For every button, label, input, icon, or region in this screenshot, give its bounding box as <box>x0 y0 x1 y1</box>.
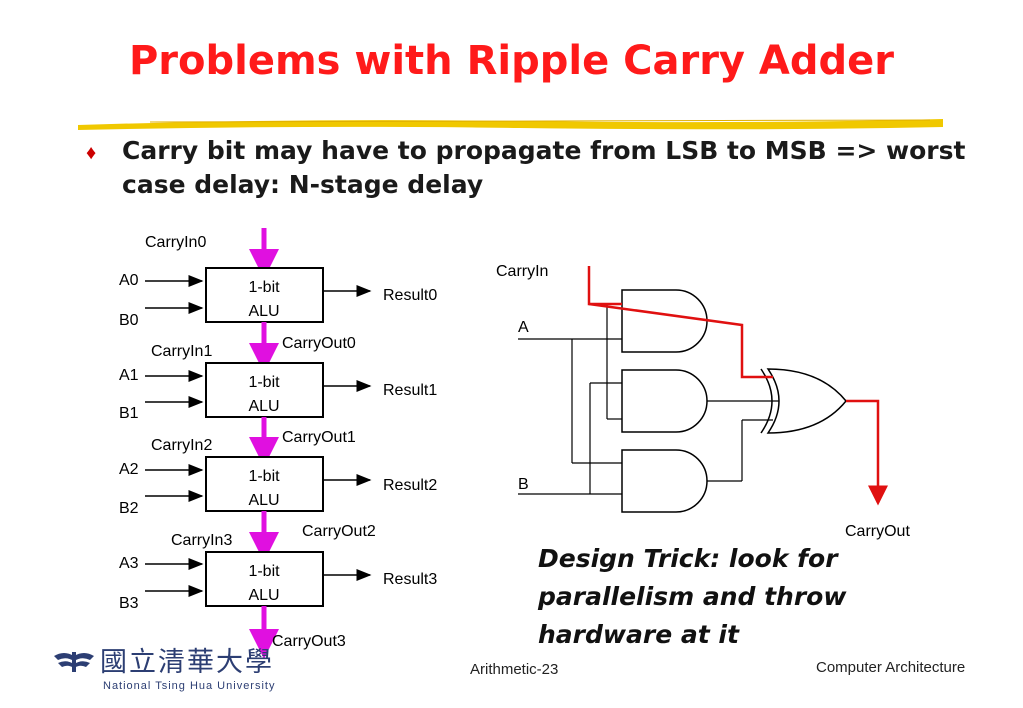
carry-out-1: CarryOut1 <box>282 429 356 446</box>
input-b-1: B1 <box>119 405 139 422</box>
result-2: Result2 <box>383 477 437 494</box>
alu-stage-1: 1-bit ALU A1 B1 Result1 CarryOut1 <box>119 362 437 446</box>
alu-2-line2: ALU <box>248 492 279 509</box>
alu-3-line1: 1-bit <box>248 563 280 580</box>
input-b-3: B3 <box>119 595 139 612</box>
input-a-1: A1 <box>119 367 139 384</box>
university-name-english: National Tsing Hua University <box>103 680 276 692</box>
circuit-b-label: B <box>518 476 529 493</box>
result-3: Result3 <box>383 571 437 588</box>
footer-course-name: Computer Architecture <box>816 659 966 676</box>
carry-in-3: CarryIn3 <box>171 532 232 549</box>
alu-1-line2: ALU <box>248 398 279 415</box>
alu-1-line1: 1-bit <box>248 374 280 391</box>
result-1: Result1 <box>383 382 437 399</box>
circuit-a-label: A <box>518 319 529 336</box>
design-trick-text: Design Trick: look for parallelism and t… <box>538 544 847 649</box>
footer-page-label: Arithmetic-23 <box>470 661 559 678</box>
carry-out-2: CarryOut2 <box>302 523 376 540</box>
input-a-0: A0 <box>119 272 139 289</box>
result-0: Result0 <box>383 287 437 304</box>
bullet-text: Carry bit may have to propagate from LSB… <box>122 136 966 199</box>
university-logo-icon <box>54 652 94 672</box>
critical-path <box>587 266 888 506</box>
and-gate-1 <box>621 289 708 353</box>
carry-in-0-label: CarryIn0 <box>145 234 206 251</box>
and-gate-3 <box>621 449 708 513</box>
input-b-2: B2 <box>119 500 139 517</box>
alu-stage-0: 1-bit ALU A0 B0 Result0 CarryOut0 <box>119 267 437 352</box>
alu-2-line1: 1-bit <box>248 468 280 485</box>
input-a-3: A3 <box>119 555 139 572</box>
and-gate-2 <box>621 369 708 433</box>
carry-in-2: CarryIn2 <box>151 437 212 454</box>
alu-0-line2: ALU <box>248 303 279 320</box>
carry-out-0: CarryOut0 <box>282 335 356 352</box>
carry-in-1: CarryIn1 <box>151 343 212 360</box>
circuit-carry-in-label: CarryIn <box>496 263 548 280</box>
alu-stage-2: 1-bit ALU A2 B2 Result2 CarryOut2 <box>119 456 437 540</box>
circuit-carry-out-label: CarryOut <box>845 523 910 540</box>
alu-stage-3: 1-bit ALU A3 B3 Result3 <box>119 551 437 612</box>
input-b-0: B0 <box>119 312 139 329</box>
carry-out-3: CarryOut3 <box>272 633 346 650</box>
alu-0-line1: 1-bit <box>248 279 280 296</box>
bullet-diamond-icon: ♦ <box>86 142 97 164</box>
alu-3-line2: ALU <box>248 587 279 604</box>
circuit-wires <box>518 304 779 495</box>
slide-title: Problems with Ripple Carry Adder <box>128 38 895 84</box>
university-name-chinese: 國立清華大學 <box>100 647 274 678</box>
input-a-2: A2 <box>119 461 139 478</box>
